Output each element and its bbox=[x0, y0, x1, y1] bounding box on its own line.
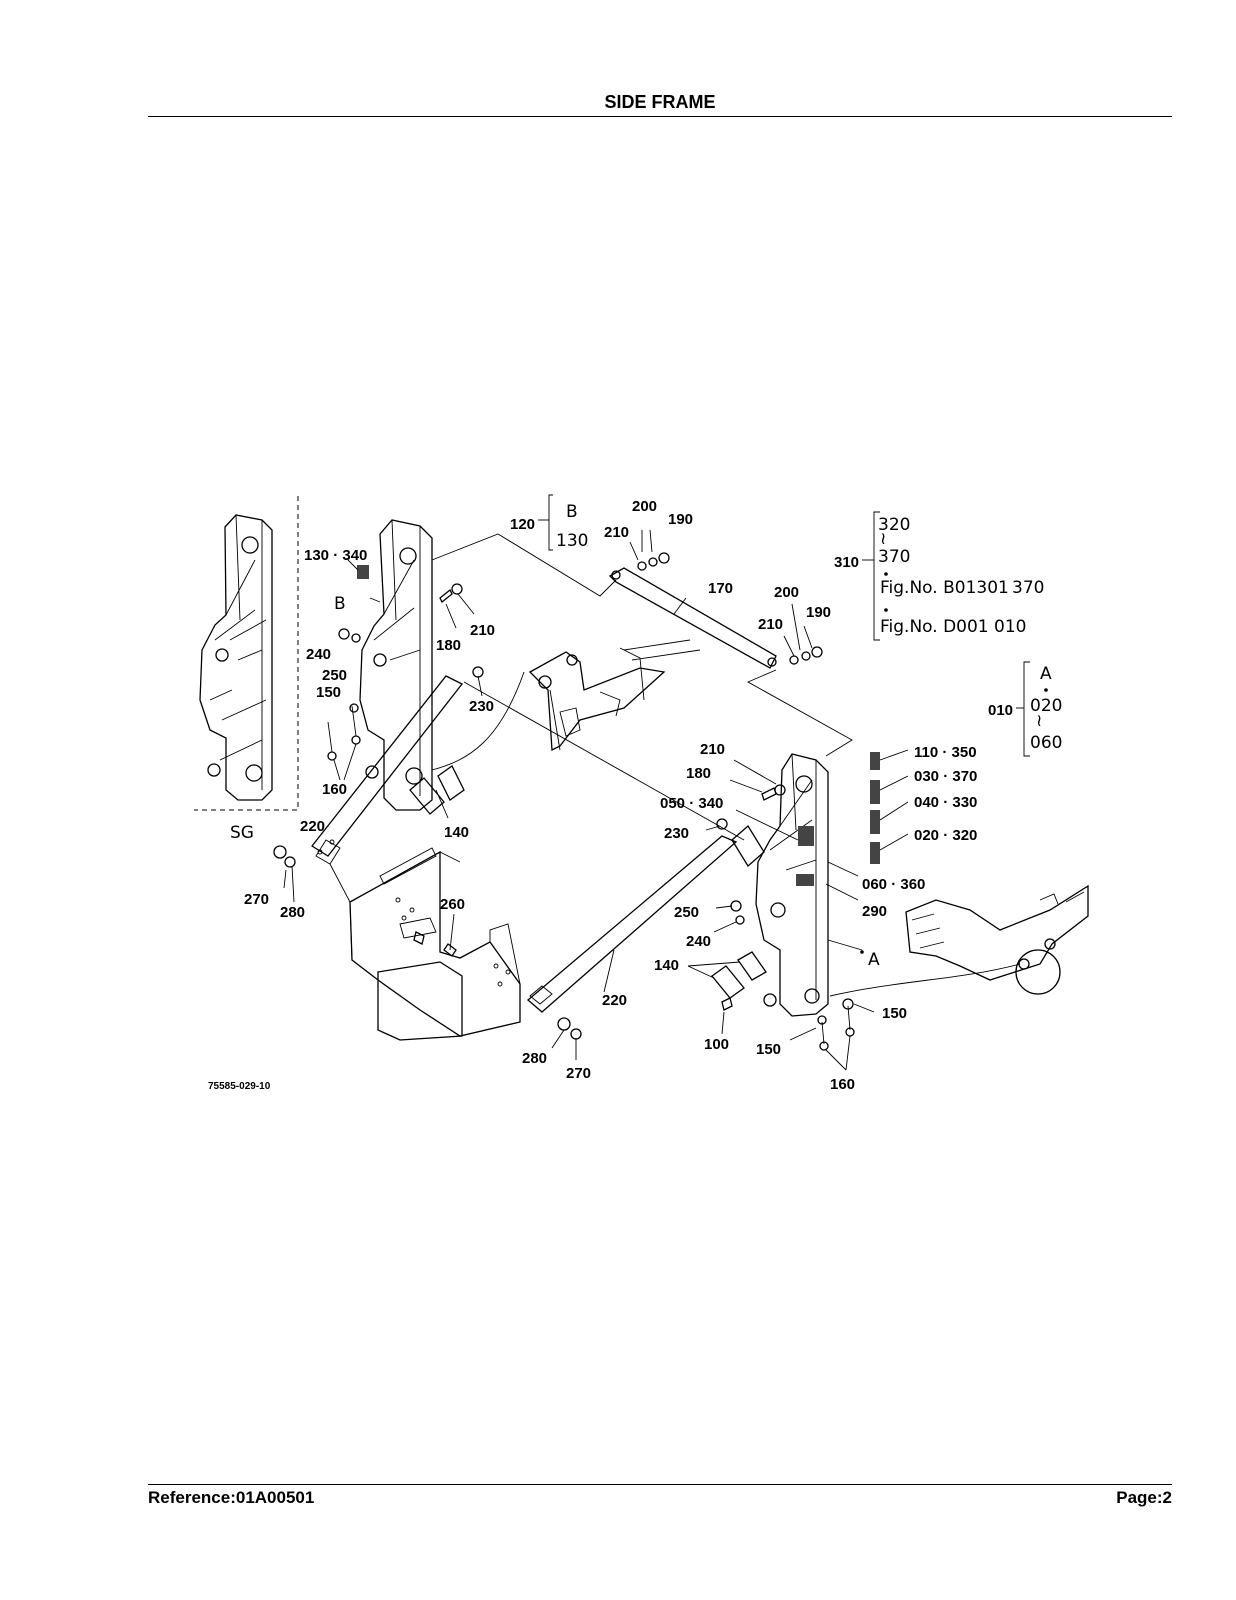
callout-210-left: 210 bbox=[470, 622, 495, 639]
callout-060-top: 060 bbox=[1030, 733, 1062, 753]
callout-B-left: B bbox=[334, 594, 346, 614]
callout-160-right: 160 bbox=[830, 1076, 855, 1093]
fig-ref-b01301: Fig.No. B01301 bbox=[880, 578, 1009, 598]
callout-A-top: A bbox=[1040, 664, 1052, 684]
callout-150-right: 150 bbox=[882, 1005, 907, 1022]
callout-040-330: 040 · 330 bbox=[914, 794, 977, 811]
header-rule bbox=[148, 116, 1172, 117]
callout-020-top: 020 bbox=[1030, 696, 1062, 716]
callout-160-left: 160 bbox=[322, 781, 347, 798]
callout-280-right: 280 bbox=[522, 1050, 547, 1067]
callout-270-right: 270 bbox=[566, 1065, 591, 1082]
callout-320: 320 bbox=[878, 515, 910, 535]
left-side-frame bbox=[273, 519, 484, 868]
callout-220-left: 220 bbox=[300, 818, 325, 835]
callout-370: 370 bbox=[878, 547, 910, 567]
callout-100: 100 bbox=[704, 1036, 729, 1053]
callout-310: 310 bbox=[834, 554, 859, 571]
page-title: SIDE FRAME bbox=[604, 92, 716, 112]
tie-rod bbox=[608, 552, 823, 669]
callout-110-350: 110 · 350 bbox=[914, 744, 977, 761]
callout-210-mid: 210 bbox=[758, 616, 783, 633]
callout-220-right: 220 bbox=[602, 992, 627, 1009]
callout-060-360: 060 · 360 bbox=[862, 876, 925, 893]
svg-text:≀: ≀ bbox=[1036, 711, 1042, 731]
fig-ref-b01301-end: 370 bbox=[1012, 578, 1044, 598]
sg-variant-frame bbox=[194, 496, 299, 811]
callout-240-right: 240 bbox=[686, 933, 711, 950]
callout-200-top: 200 bbox=[632, 498, 657, 515]
footer-rule bbox=[148, 1484, 1172, 1485]
callout-270-left: 270 bbox=[244, 891, 269, 908]
callout-150-lower: 150 bbox=[756, 1041, 781, 1058]
callout-050-340: 050 · 340 bbox=[660, 795, 723, 812]
fig-ref-d001: Fig.No. D001 bbox=[880, 617, 989, 637]
callout-260: 260 bbox=[440, 896, 465, 913]
fig-ref-d001-end: 010 bbox=[994, 617, 1026, 637]
footer-page-number: Page:2 bbox=[1116, 1488, 1172, 1507]
callout-130-top: 130 bbox=[556, 531, 588, 551]
callout-B-top: B bbox=[566, 502, 578, 522]
callout-140-right: 140 bbox=[654, 957, 679, 974]
footer-reference: Reference:01A00501 bbox=[148, 1488, 315, 1507]
callout-250-left: 250 bbox=[322, 667, 347, 684]
callout-230-right: 230 bbox=[664, 825, 689, 842]
callout-010: 010 bbox=[988, 702, 1013, 719]
callout-240-left: 240 bbox=[306, 646, 331, 663]
callout-190-mid: 190 bbox=[806, 604, 831, 621]
lower-mount-block bbox=[349, 835, 738, 1041]
callout-140-left: 140 bbox=[444, 824, 469, 841]
callout-210-top: 210 bbox=[604, 524, 629, 541]
svg-text:≀: ≀ bbox=[880, 529, 886, 549]
sg-variant-label: SG bbox=[230, 823, 254, 843]
callout-120: 120 bbox=[510, 516, 535, 533]
callout-210-right: 210 bbox=[700, 741, 725, 758]
callout-230-left: 230 bbox=[469, 698, 494, 715]
upper-mount-bracket bbox=[528, 639, 701, 752]
callout-200-mid: 200 bbox=[774, 584, 799, 601]
callout-030-370: 030 · 370 bbox=[914, 768, 977, 785]
callout-020-320: 020 · 320 bbox=[914, 827, 977, 844]
callout-190-top: 190 bbox=[668, 511, 693, 528]
callout-180-left: 180 bbox=[436, 637, 461, 654]
drawing-code: 75585-029-10 bbox=[208, 1081, 271, 1092]
callout-250-right: 250 bbox=[674, 904, 699, 921]
axle-assembly bbox=[905, 884, 1089, 995]
callout-280-left: 280 bbox=[280, 904, 305, 921]
callout-290: 290 bbox=[862, 903, 887, 920]
callout-180-right: 180 bbox=[686, 765, 711, 782]
right-side-frame bbox=[711, 752, 880, 1051]
callout-A-right: A bbox=[868, 950, 880, 970]
callout-150-left: 150 bbox=[316, 684, 341, 701]
callout-170: 170 bbox=[708, 580, 733, 597]
callout-130-340: 130 · 340 bbox=[304, 547, 367, 564]
